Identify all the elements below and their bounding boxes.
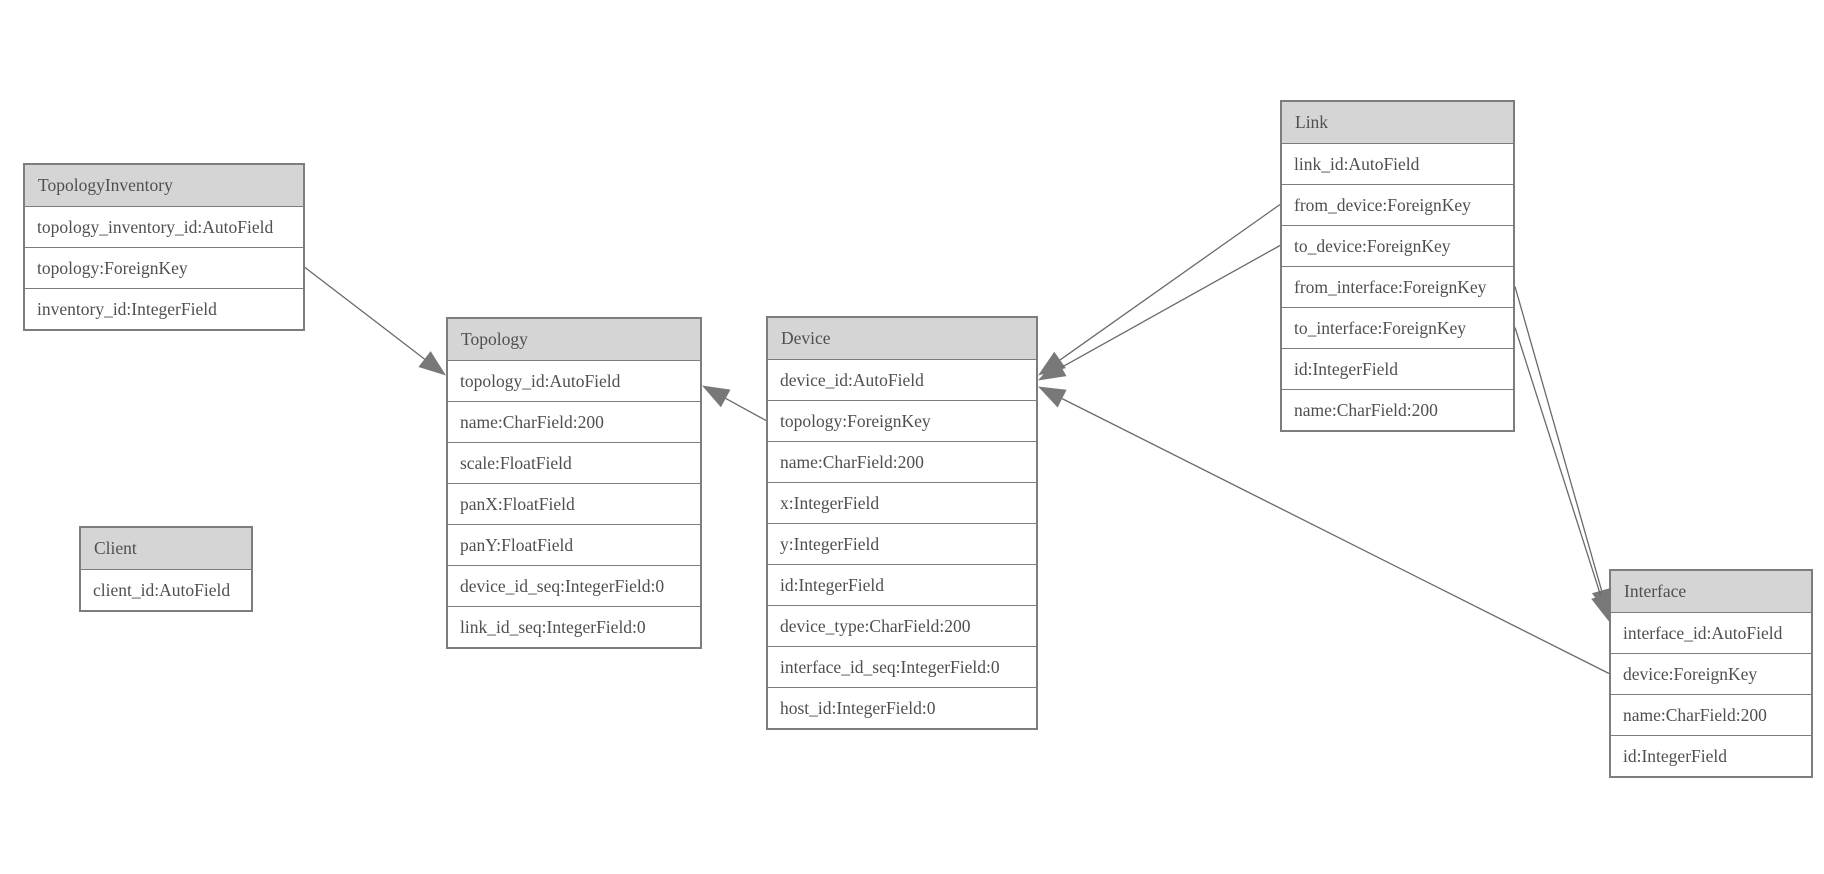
relationship-line: [1514, 327, 1602, 596]
field-row: interface_id_seq:IntegerField:0: [768, 646, 1036, 687]
entity-header: TopologyInventory: [25, 165, 303, 206]
field-row: client_id:AutoField: [81, 569, 251, 610]
arrowhead-icon: [1038, 358, 1067, 381]
field-row: topology:ForeignKey: [768, 400, 1036, 441]
field-row: id:IntegerField: [1611, 735, 1811, 776]
field-row: y:IntegerField: [768, 523, 1036, 564]
entity-header: Interface: [1611, 571, 1811, 612]
relationship-line: [1061, 398, 1610, 675]
field-row: id:IntegerField: [768, 564, 1036, 605]
relationship-line: [1061, 244, 1281, 368]
field-row: x:IntegerField: [768, 482, 1036, 523]
entity-header: Device: [768, 318, 1036, 359]
relationship-line: [725, 397, 767, 422]
field-row: name:CharField:200: [768, 441, 1036, 482]
field-row: scale:FloatField: [448, 442, 700, 483]
field-row: link_id:AutoField: [1282, 143, 1513, 184]
entity-header: Topology: [448, 319, 700, 360]
field-row: name:CharField:200: [1611, 694, 1811, 735]
field-row: to_device:ForeignKey: [1282, 225, 1513, 266]
field-row: device_id_seq:IntegerField:0: [448, 565, 700, 606]
arrowhead-icon: [1038, 351, 1066, 376]
field-row: device_type:CharField:200: [768, 605, 1036, 646]
field-row: inventory_id:IntegerField: [25, 288, 303, 329]
entity-header: Link: [1282, 102, 1513, 143]
field-row: link_id_seq:IntegerField:0: [448, 606, 700, 647]
field-row: topology_id:AutoField: [448, 360, 700, 401]
relationship-line: [1514, 286, 1603, 591]
entity-header: Client: [81, 528, 251, 569]
field-row: to_interface:ForeignKey: [1282, 307, 1513, 348]
field-row: from_device:ForeignKey: [1282, 184, 1513, 225]
arrowhead-icon: [1038, 386, 1067, 408]
arrowhead-icon: [418, 351, 446, 376]
field-row: host_id:IntegerField:0: [768, 687, 1036, 728]
field-row: device:ForeignKey: [1611, 653, 1811, 694]
field-row: name:CharField:200: [448, 401, 700, 442]
field-row: id:IntegerField: [1282, 348, 1513, 389]
field-row: topology:ForeignKey: [25, 247, 303, 288]
relationship-line: [1059, 203, 1281, 361]
field-row: panX:FloatField: [448, 483, 700, 524]
field-row: topology_inventory_id:AutoField: [25, 206, 303, 247]
field-row: from_interface:ForeignKey: [1282, 266, 1513, 307]
relationship-line: [304, 266, 425, 360]
arrowhead-icon: [1591, 592, 1611, 622]
field-row: device_id:AutoField: [768, 359, 1036, 400]
field-row: interface_id:AutoField: [1611, 612, 1811, 653]
arrowhead-icon: [702, 385, 731, 408]
field-row: name:CharField:200: [1282, 389, 1513, 430]
field-row: panY:FloatField: [448, 524, 700, 565]
